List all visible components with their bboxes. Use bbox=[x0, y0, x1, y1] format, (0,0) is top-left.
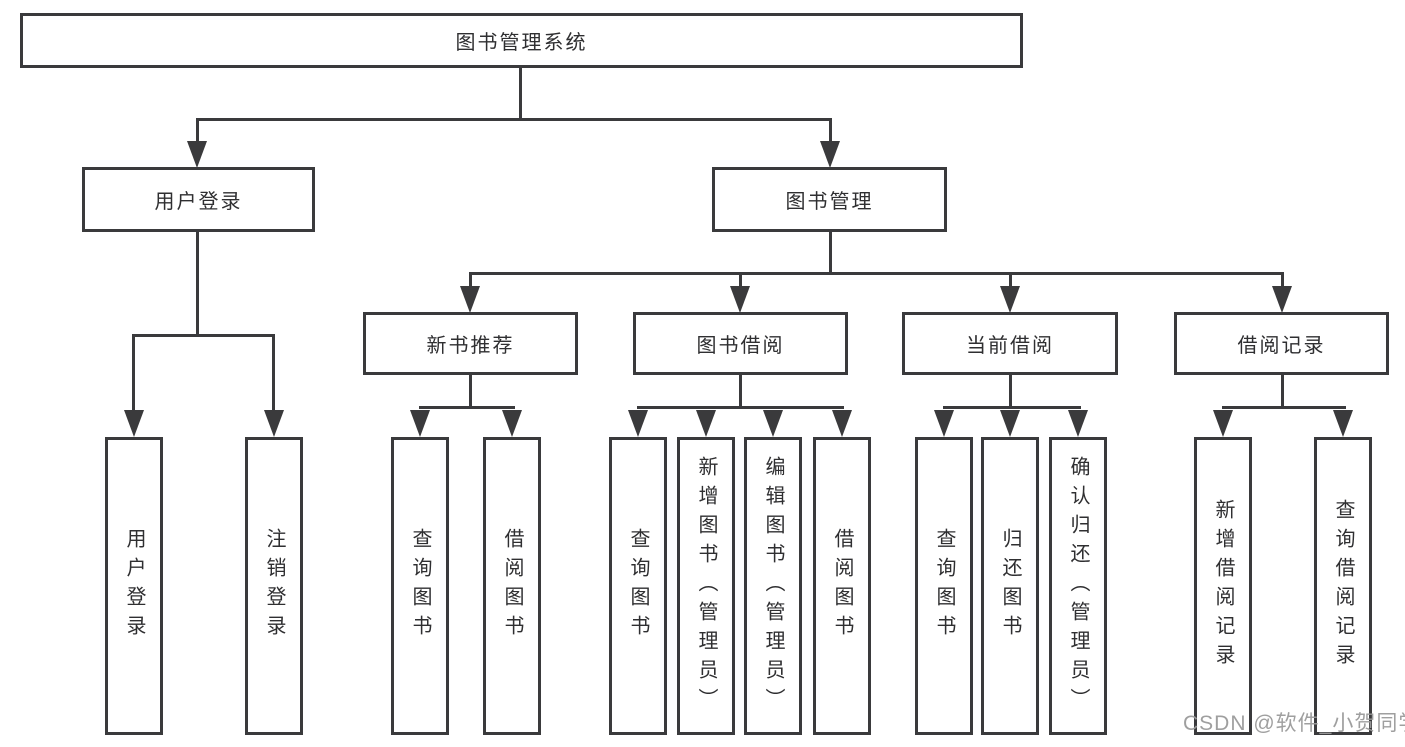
arrowhead-down-icon bbox=[1272, 286, 1292, 313]
leaf-newbook-borrow: 借阅图书 bbox=[483, 437, 541, 735]
arrowhead-down-icon bbox=[502, 410, 522, 437]
connector-level3-bus bbox=[468, 272, 1284, 275]
arrowhead-down-icon bbox=[1000, 410, 1020, 437]
node-book-management: 图书管理 bbox=[712, 167, 947, 232]
connector-bus bbox=[942, 406, 1081, 409]
leaf-record-add: 新增借阅记录 bbox=[1194, 437, 1252, 735]
arrowhead-down-icon bbox=[460, 286, 480, 313]
leaf-current-query: 查询图书 bbox=[915, 437, 973, 735]
node-user-login: 用户登录 bbox=[82, 167, 315, 232]
connector-bus bbox=[636, 406, 844, 409]
connector-drop bbox=[1008, 274, 1012, 288]
leaf-record-query: 查询借阅记录 bbox=[1314, 437, 1372, 735]
connector-drop bbox=[195, 120, 199, 144]
leaf-newbook-query: 查询图书 bbox=[391, 437, 449, 735]
leaf-user-login: 用户登录 bbox=[105, 437, 163, 735]
node-root: 图书管理系统 bbox=[20, 13, 1023, 68]
leaf-current-return: 归还图书 bbox=[981, 437, 1039, 735]
arrowhead-down-icon bbox=[832, 410, 852, 437]
connector-drop bbox=[132, 336, 135, 412]
arrowhead-down-icon bbox=[696, 410, 716, 437]
csdn-watermark: CSDN @软件_小贺同学 bbox=[1183, 712, 1405, 735]
connector-drop bbox=[738, 375, 742, 409]
arrowhead-down-icon bbox=[934, 410, 954, 437]
connector-drop bbox=[468, 274, 472, 288]
connector-bus bbox=[1221, 406, 1346, 409]
node-new-book-recommend: 新书推荐 bbox=[363, 312, 578, 375]
arrowhead-down-icon bbox=[1000, 286, 1020, 313]
connector-drop bbox=[468, 375, 472, 409]
arrowhead-down-icon bbox=[263, 410, 284, 437]
leaf-borrow-borrow: 借阅图书 bbox=[813, 437, 871, 735]
leaf-borrow-query: 查询图书 bbox=[609, 437, 667, 735]
leaf-current-confirm-admin: 确认归还（管理员） bbox=[1049, 437, 1107, 735]
connector-level2-bus bbox=[195, 118, 832, 121]
connector-drop bbox=[272, 336, 275, 412]
leaf-logout: 注销登录 bbox=[245, 437, 303, 735]
arrowhead-down-icon bbox=[1068, 410, 1088, 437]
node-current-borrow: 当前借阅 bbox=[902, 312, 1118, 375]
arrowhead-down-icon bbox=[187, 141, 207, 168]
connector-mgmt-drop bbox=[828, 232, 832, 274]
connector-drop bbox=[1280, 274, 1284, 288]
arrowhead-down-icon bbox=[628, 410, 648, 437]
arrowhead-down-icon bbox=[410, 410, 430, 437]
node-borrow-records: 借阅记录 bbox=[1174, 312, 1389, 375]
arrowhead-down-icon bbox=[1333, 410, 1353, 437]
connector-bus bbox=[418, 406, 515, 409]
connector-drop bbox=[738, 274, 742, 288]
leaf-borrow-edit-admin: 编辑图书（管理员） bbox=[744, 437, 802, 735]
connector-login-bus bbox=[132, 334, 275, 337]
arrowhead-down-icon bbox=[763, 410, 783, 437]
leaf-borrow-add-admin: 新增图书（管理员） bbox=[677, 437, 735, 735]
connector-drop bbox=[1280, 375, 1284, 409]
connector-drop bbox=[828, 120, 832, 144]
connector-root-drop bbox=[518, 68, 522, 121]
connector-drop bbox=[1008, 375, 1012, 409]
arrowhead-down-icon bbox=[730, 286, 750, 313]
arrowhead-down-icon bbox=[820, 141, 840, 168]
connector-login-drop bbox=[195, 232, 199, 336]
node-book-borrow: 图书借阅 bbox=[633, 312, 848, 375]
arrowhead-down-icon bbox=[1213, 410, 1233, 437]
arrowhead-down-icon bbox=[123, 410, 144, 437]
